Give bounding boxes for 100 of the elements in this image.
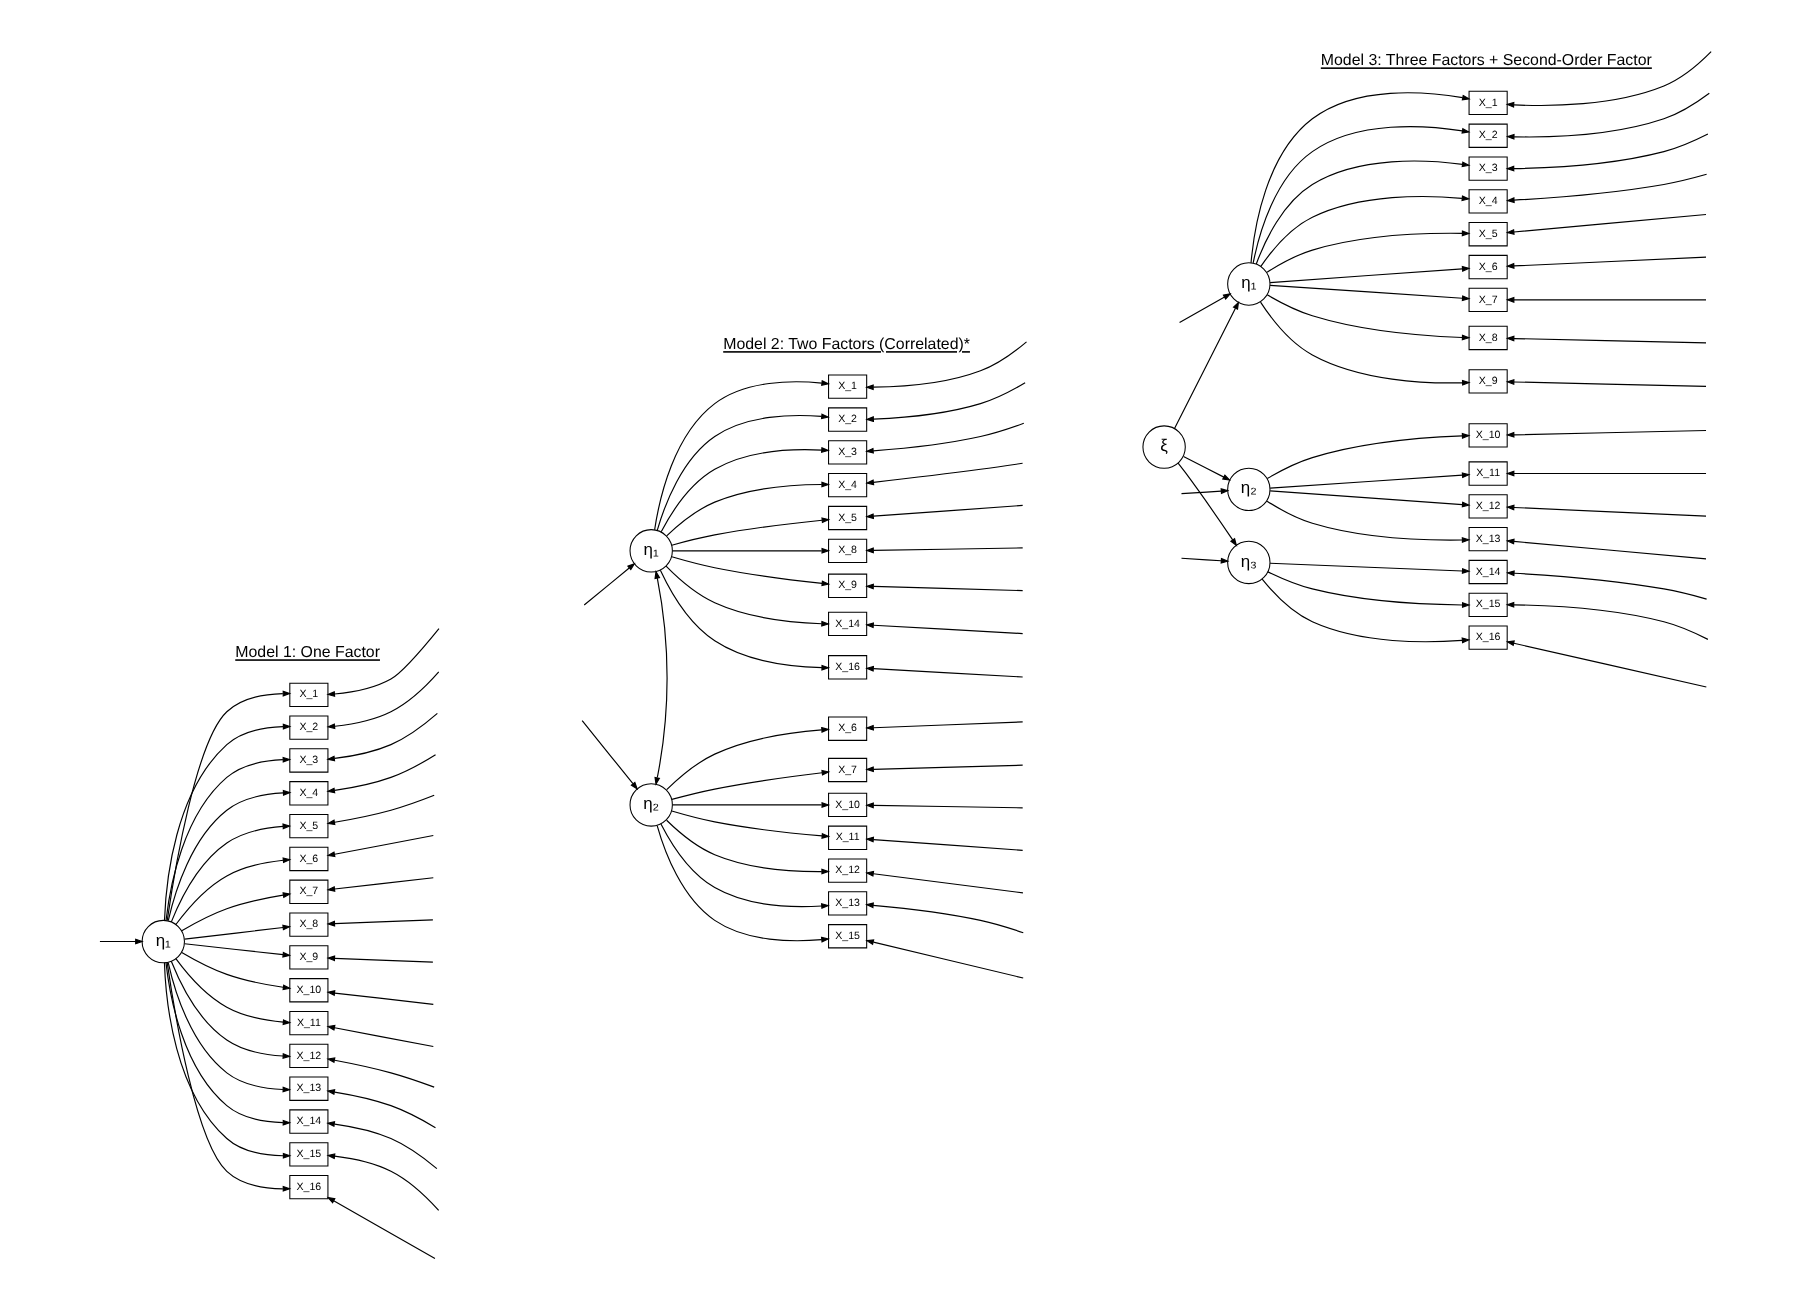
arrow	[1266, 293, 1471, 340]
arrow	[1505, 50, 1712, 107]
arrow	[326, 626, 440, 696]
arrow	[660, 446, 830, 532]
arrow	[865, 869, 1024, 893]
arrow	[1269, 283, 1471, 301]
arrow	[865, 546, 1024, 553]
arrow	[170, 959, 292, 1059]
arrow	[175, 856, 292, 925]
arrow	[184, 942, 292, 957]
arrow	[1269, 489, 1471, 507]
arrow	[1269, 264, 1471, 283]
arrow	[1269, 561, 1471, 574]
arrow	[326, 1088, 437, 1128]
arrow	[865, 763, 1024, 772]
arrow	[583, 561, 636, 605]
arrow	[326, 876, 434, 891]
arrow	[1505, 600, 1709, 639]
arrow	[656, 412, 830, 530]
arrow	[326, 711, 438, 761]
arrow	[865, 801, 1024, 808]
arrow	[326, 753, 437, 793]
node-circle: η₂	[1227, 466, 1271, 511]
arrow	[184, 923, 292, 939]
arrow	[1505, 428, 1707, 437]
arrow	[1505, 469, 1707, 476]
arrow	[671, 555, 831, 586]
arrow	[1260, 194, 1471, 266]
arrow	[1269, 471, 1471, 488]
arrow	[1180, 556, 1230, 563]
arrow	[326, 1152, 440, 1211]
arrow	[1505, 569, 1708, 599]
arrow	[1505, 212, 1707, 234]
arrow	[163, 722, 292, 920]
arrow	[1266, 499, 1471, 543]
arrow	[165, 755, 292, 920]
arrow	[659, 568, 831, 670]
arrow	[181, 950, 292, 990]
arrow	[865, 503, 1024, 519]
arrow	[167, 788, 292, 921]
arrow	[671, 516, 831, 545]
arrow	[1266, 229, 1471, 272]
arrow	[865, 421, 1025, 453]
arrow	[326, 670, 440, 729]
arrow	[865, 582, 1024, 591]
arrow	[1252, 125, 1471, 263]
arrow	[666, 725, 830, 790]
node-circle: η₃	[1227, 539, 1271, 584]
arrow	[326, 1195, 436, 1258]
arrow	[1505, 537, 1707, 559]
arrow	[865, 621, 1024, 634]
arrow	[581, 719, 639, 790]
arrow	[167, 960, 292, 1092]
arrow	[1505, 503, 1707, 516]
arrow	[1177, 461, 1238, 546]
arrow	[660, 822, 830, 909]
arrow	[326, 918, 434, 926]
arrow	[326, 954, 434, 962]
arrow	[665, 564, 830, 626]
arrow	[865, 340, 1028, 390]
arrow	[672, 800, 831, 807]
arrow	[1179, 292, 1232, 323]
arrow	[671, 768, 831, 799]
arrow	[1505, 172, 1708, 203]
arrow	[166, 961, 292, 1191]
arrow	[865, 835, 1024, 850]
arrow	[1267, 570, 1471, 607]
arrow	[181, 891, 292, 931]
arrow	[326, 1056, 435, 1087]
arrow	[1180, 487, 1230, 494]
arrow	[1182, 454, 1232, 480]
arrow	[1505, 295, 1707, 302]
arrow	[865, 901, 1024, 933]
arrow	[326, 1120, 438, 1169]
arrow	[865, 381, 1026, 422]
arrow	[865, 461, 1024, 485]
arrow	[672, 546, 831, 553]
arrow	[654, 379, 831, 530]
arrow	[175, 957, 292, 1025]
arrow	[666, 818, 831, 874]
arrow	[1261, 577, 1471, 643]
arrow	[1505, 255, 1707, 268]
arrow	[1250, 91, 1471, 263]
arrow	[666, 480, 831, 536]
arrow	[1505, 639, 1707, 687]
arrow	[1505, 132, 1709, 171]
arrow	[1505, 91, 1710, 139]
arrow	[163, 961, 292, 1158]
arrow	[326, 989, 434, 1004]
arrow	[1505, 334, 1707, 343]
arrow	[1505, 377, 1707, 386]
arrow	[326, 1023, 434, 1047]
arrow	[654, 569, 668, 785]
arrow	[1259, 300, 1471, 385]
arrow	[865, 938, 1024, 978]
arrow	[656, 823, 830, 942]
node-circle: η₁	[141, 918, 185, 963]
node-circle: ξ	[1142, 424, 1186, 468]
arrow	[165, 961, 292, 1125]
arrow	[166, 689, 292, 921]
